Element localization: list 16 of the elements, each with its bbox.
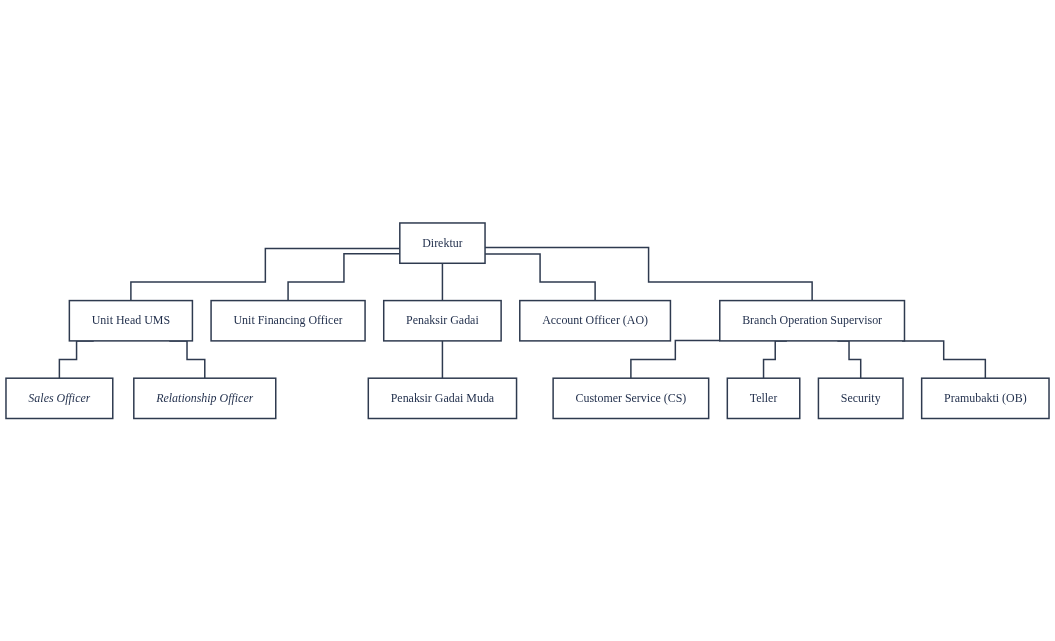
node-box: Security (817, 377, 904, 419)
node-box: Sales Officer (5, 377, 114, 419)
node-box: Branch Operation Supervisor (719, 299, 906, 342)
node-box: Direktur (399, 222, 486, 264)
node-box: Customer Service (CS) (552, 377, 710, 419)
node-box: Unit Head UMS (68, 299, 194, 342)
node-box: Penaksir Gadai (383, 299, 502, 342)
node-box: Account Officer (AO) (519, 299, 672, 342)
connector (630, 339, 721, 379)
node-box: Teller (726, 377, 801, 419)
connector (441, 262, 444, 302)
node-box: Penaksir Gadai Muda (367, 377, 518, 419)
connector (441, 339, 444, 379)
node-box: Unit Financing Officer (210, 299, 366, 342)
node-box: Relationship Officer (133, 377, 277, 419)
node-box: Pramubakti (OB) (920, 377, 1050, 419)
